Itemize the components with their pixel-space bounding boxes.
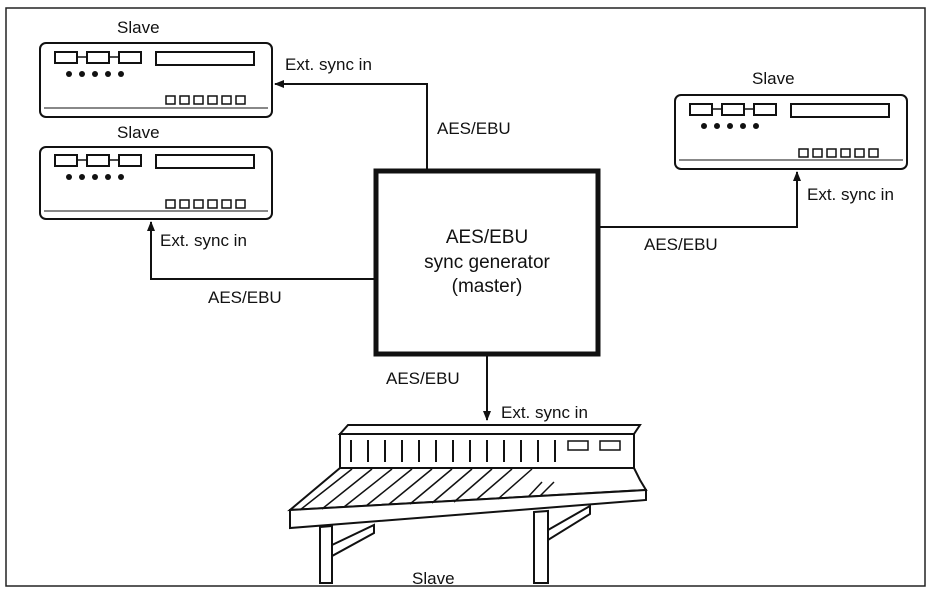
ext-sync-in-top-left: Ext. sync in: [285, 56, 372, 73]
slave-title-console: Slave: [412, 570, 455, 587]
master-label: AES/EBU sync generator (master): [378, 226, 596, 300]
slave-title-mid-left: Slave: [117, 124, 160, 141]
aes-ebu-label-left: AES/EBU: [208, 289, 282, 306]
ext-sync-in-console: Ext. sync in: [501, 404, 588, 421]
slave-title-top-left: Slave: [117, 19, 160, 36]
aes-ebu-label-right: AES/EBU: [644, 236, 718, 253]
slave-device-mid-left: [40, 147, 272, 219]
slave-device-right: [675, 95, 907, 169]
ext-sync-in-right: Ext. sync in: [807, 186, 894, 203]
slave-title-right: Slave: [752, 70, 795, 87]
master-label-line3: (master): [378, 275, 596, 300]
aes-ebu-label-bottom: AES/EBU: [386, 370, 460, 387]
mixing-console: [290, 425, 646, 583]
link-to-top-left: [275, 84, 427, 171]
ext-sync-in-mid-left: Ext. sync in: [160, 232, 247, 249]
slave-device-top-left: [40, 43, 272, 117]
master-label-line2: sync generator: [378, 251, 596, 276]
aes-ebu-label-top: AES/EBU: [437, 120, 511, 137]
master-label-line1: AES/EBU: [378, 226, 596, 251]
link-to-right: [598, 172, 797, 227]
